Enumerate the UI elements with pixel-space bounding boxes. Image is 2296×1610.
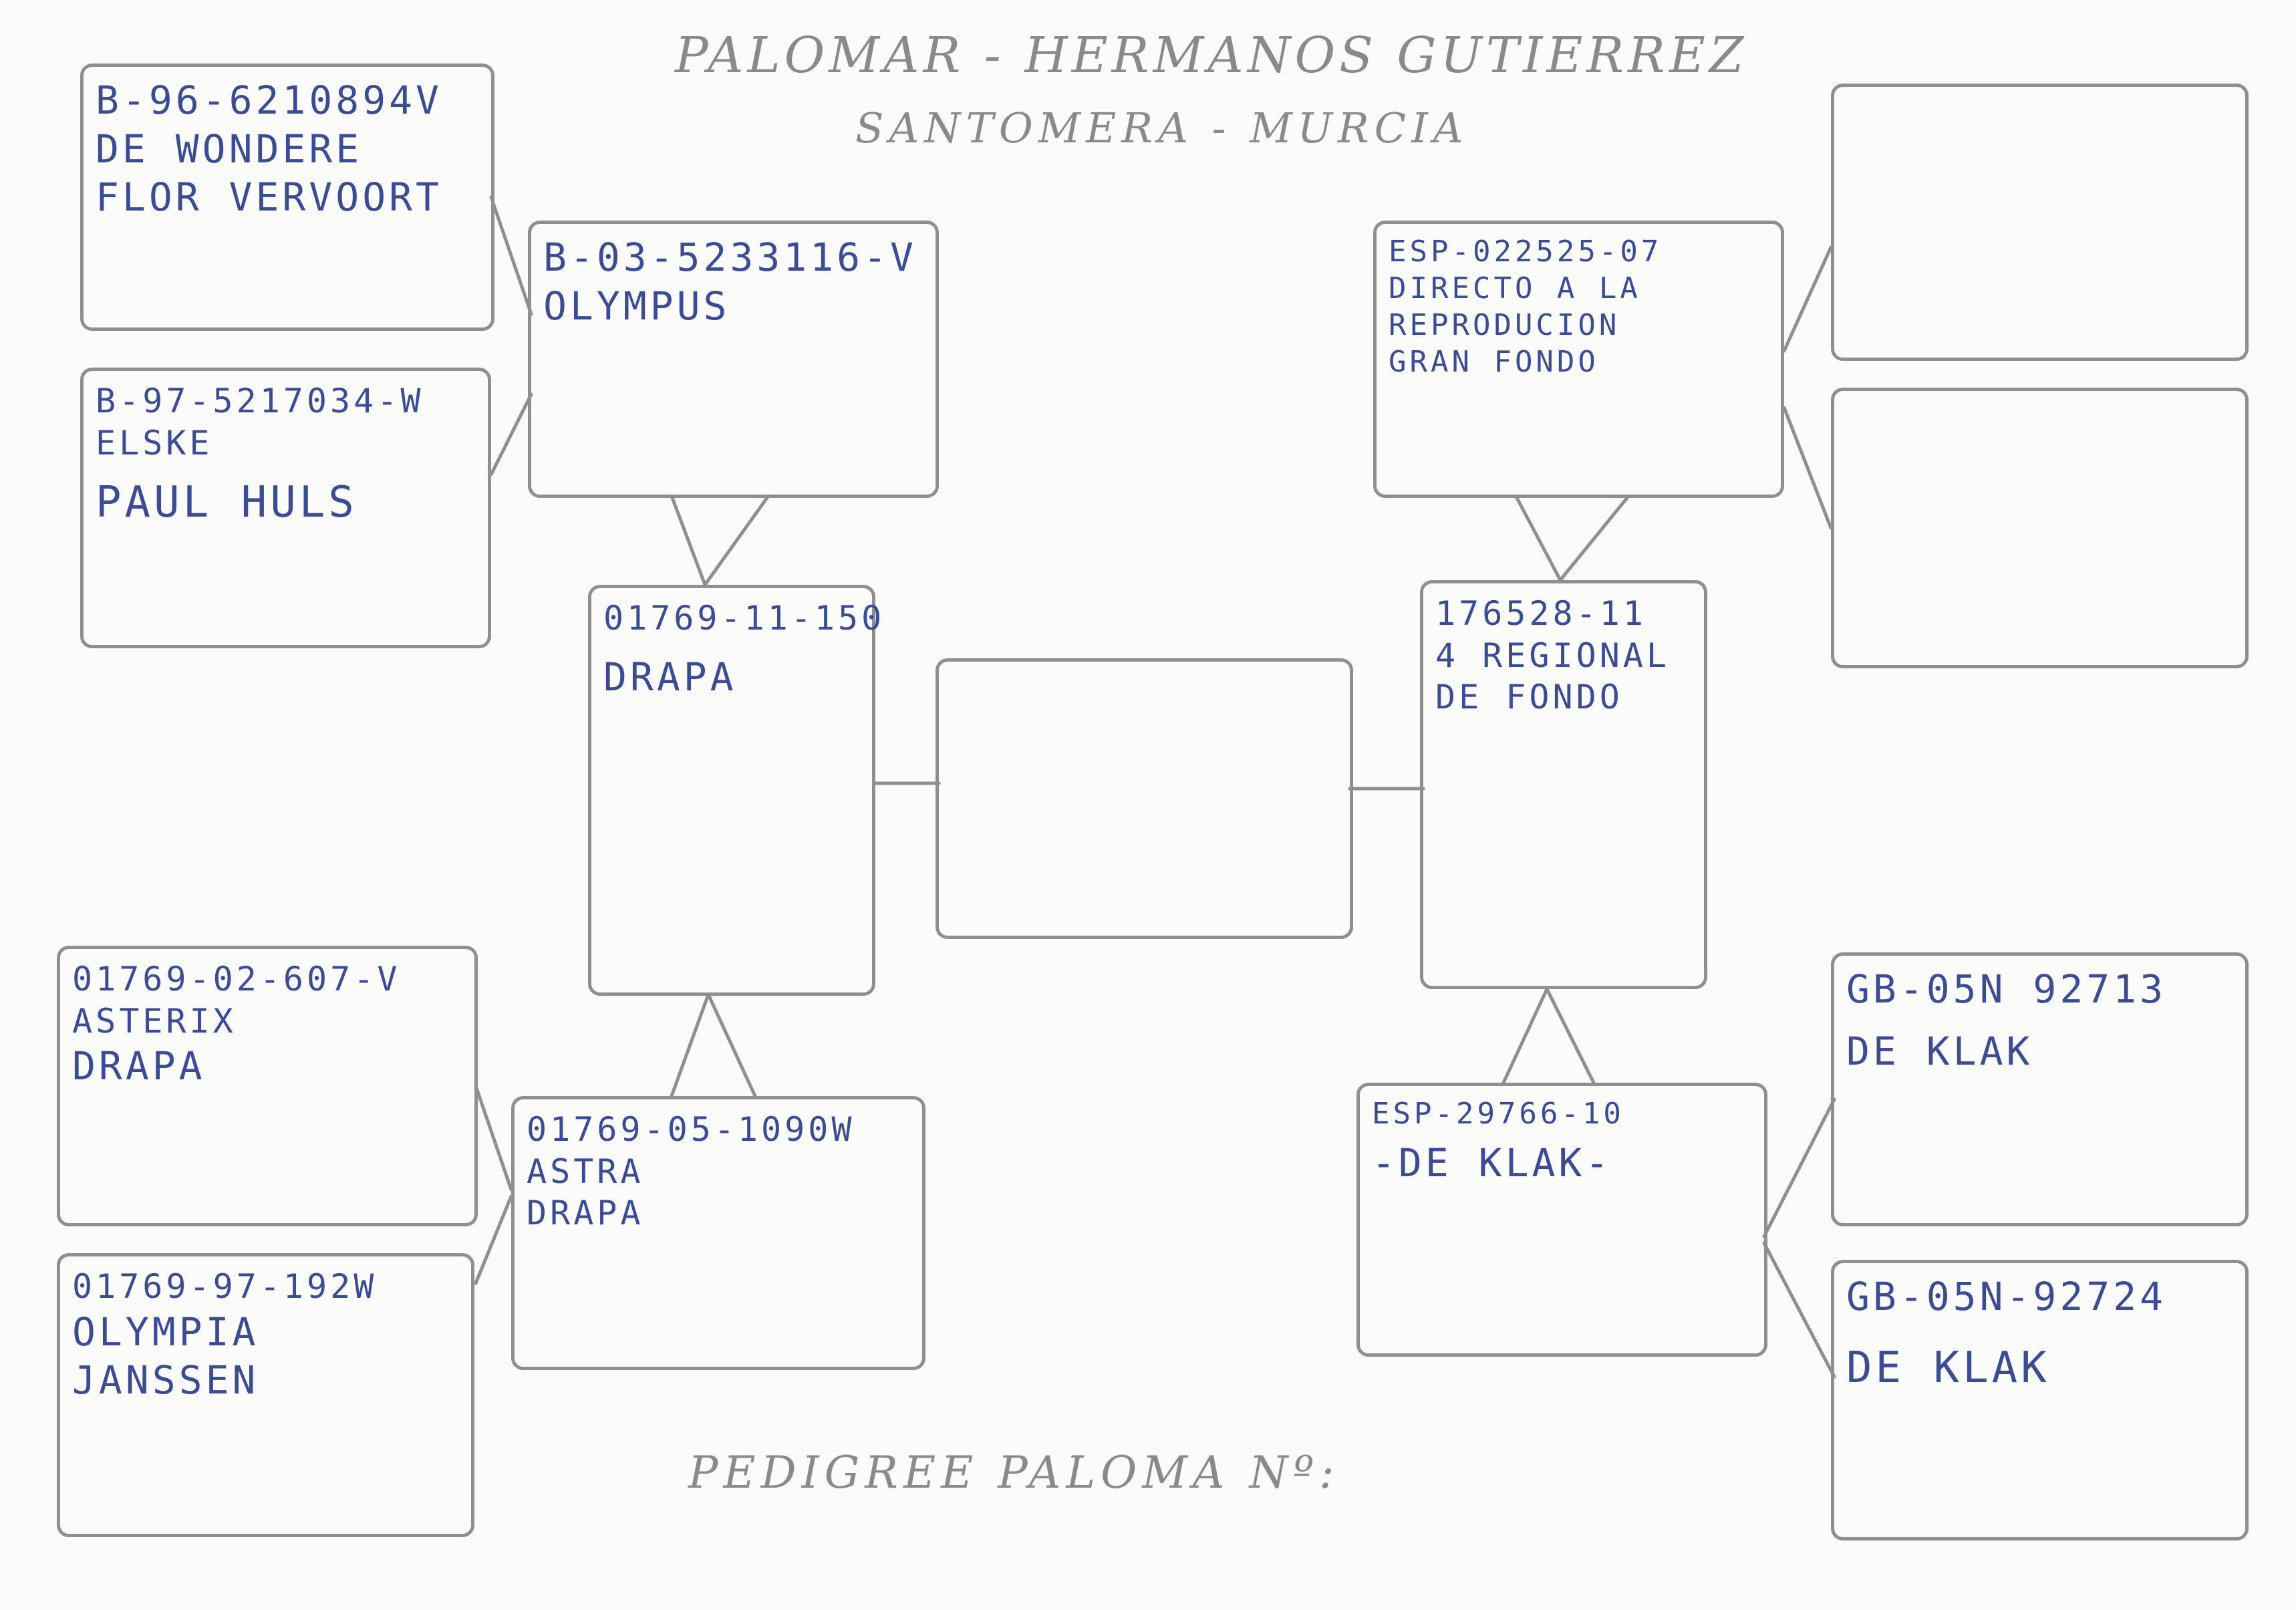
ring-number: 176528-11 <box>1435 594 1646 633</box>
pigeon-name: OLYMPIA <box>72 1309 259 1355</box>
pigeon-name: 4 REGIONAL <box>1435 636 1671 675</box>
connector-ds-dam <box>1782 406 1833 530</box>
ring-number: B-97-5217034-W <box>96 382 424 420</box>
pigeon-name-line2: REPRODUCION <box>1389 308 1620 342</box>
box-ds-sire <box>1831 84 2249 361</box>
ring-number: GB-05N 92713 <box>1846 966 2167 1012</box>
connector-sire-sire-b <box>703 494 770 587</box>
ring-number: ESP-29766-10 <box>1372 1097 1624 1131</box>
box-dam-dam: ESP-29766-10 -DE KLAK- <box>1356 1083 1767 1357</box>
pigeon-name-line2: DE FONDO <box>1435 678 1623 716</box>
connector-sire-dam-a <box>670 992 710 1098</box>
box-dam-sire: ESP-022525-07 DIRECTO A LA REPRODUCION G… <box>1373 221 1784 498</box>
box-dam: 176528-11 4 REGIONAL DE FONDO <box>1420 580 1707 989</box>
breeder-name: PAUL HULS <box>96 478 357 527</box>
pigeon-name: ASTRA <box>527 1152 644 1191</box>
breeder-name: JANSSEN <box>72 1357 259 1403</box>
pigeon-name: OLYMPUS <box>543 283 730 329</box>
breeder-name: DRAPA <box>527 1194 644 1232</box>
connector-dam-dam-a <box>1501 987 1549 1085</box>
connector-dam-dam-b <box>1545 987 1596 1085</box>
pedigree-number-label: PEDIGREE PALOMA Nº: <box>688 1447 1340 1498</box>
ring-number: B-03-5233116-V <box>543 235 917 280</box>
pigeon-name: ELSKE <box>96 423 213 462</box>
box-sd-dam: 01769-97-192W OLYMPIA JANSSEN <box>57 1253 474 1537</box>
connector-ds-sire <box>1782 245 1833 353</box>
connector-sd-dam <box>474 1194 513 1285</box>
ring-number: ESP-022525-07 <box>1389 235 1663 269</box>
connector-dd-dam <box>1762 1241 1836 1379</box>
pigeon-name: DE WONDERE <box>96 126 363 172</box>
ring-number: GB-05N-92724 <box>1846 1274 2167 1319</box>
ring-number: B-96-6210894V <box>96 78 442 123</box>
box-ds-dam <box>1831 388 2249 668</box>
box-sire-sire: B-03-5233116-V OLYMPUS <box>528 221 939 498</box>
breeder-name: FLOR VERVOORT <box>96 174 442 220</box>
pigeon-name: DIRECTO A LA <box>1389 271 1641 305</box>
loft-name: PALOMAR - HERMANOS GUTIERREZ <box>675 27 1748 84</box>
connector-sd-sire <box>474 1084 513 1192</box>
box-ss-sire: B-96-6210894V DE WONDERE FLOR VERVOORT <box>80 63 494 331</box>
connector-dd-sire <box>1762 1097 1836 1238</box>
box-sd-sire: 01769-02-607-V ASTERIX DRAPA <box>57 946 478 1226</box>
connector-dam-sire-b <box>1558 496 1629 582</box>
ring-number: 01769-05-1090W <box>527 1110 855 1149</box>
connector-sire-sire-a <box>670 494 707 587</box>
box-dd-dam: GB-05N-92724 DE KLAK <box>1831 1260 2249 1540</box>
box-ss-dam: B-97-5217034-W ELSKE PAUL HULS <box>80 368 491 648</box>
ring-number: 01769-11-150 <box>603 599 885 638</box>
pigeon-name-line3: GRAN FONDO <box>1389 345 1599 379</box>
ring-number: 01769-97-192W <box>72 1267 378 1306</box>
pigeon-name: DE KLAK <box>1846 1343 2050 1393</box>
connector-dam-sire-a <box>1515 496 1562 582</box>
box-sire-dam: 01769-05-1090W ASTRA DRAPA <box>511 1096 925 1370</box>
ring-number: 01769-02-607-V <box>72 960 401 998</box>
connector-sire-dam-b <box>706 992 757 1098</box>
pigeon-name: DE KLAK <box>1846 1028 2033 1074</box>
loft-location: SANTOMERA - MURCIA <box>855 104 1469 152</box>
box-subject <box>936 658 1353 939</box>
connector-ss-dam <box>489 392 533 477</box>
pigeon-name: -DE KLAK- <box>1372 1140 1612 1186</box>
breeder-name: DRAPA <box>72 1043 206 1089</box>
pigeon-name: DRAPA <box>603 654 737 700</box>
box-sire: 01769-11-150 DRAPA <box>588 585 885 996</box>
pigeon-name: ASTERIX <box>72 1001 237 1041</box>
box-dd-sire: GB-05N 92713 DE KLAK <box>1831 952 2249 1226</box>
connector-ss-sire <box>489 195 533 316</box>
